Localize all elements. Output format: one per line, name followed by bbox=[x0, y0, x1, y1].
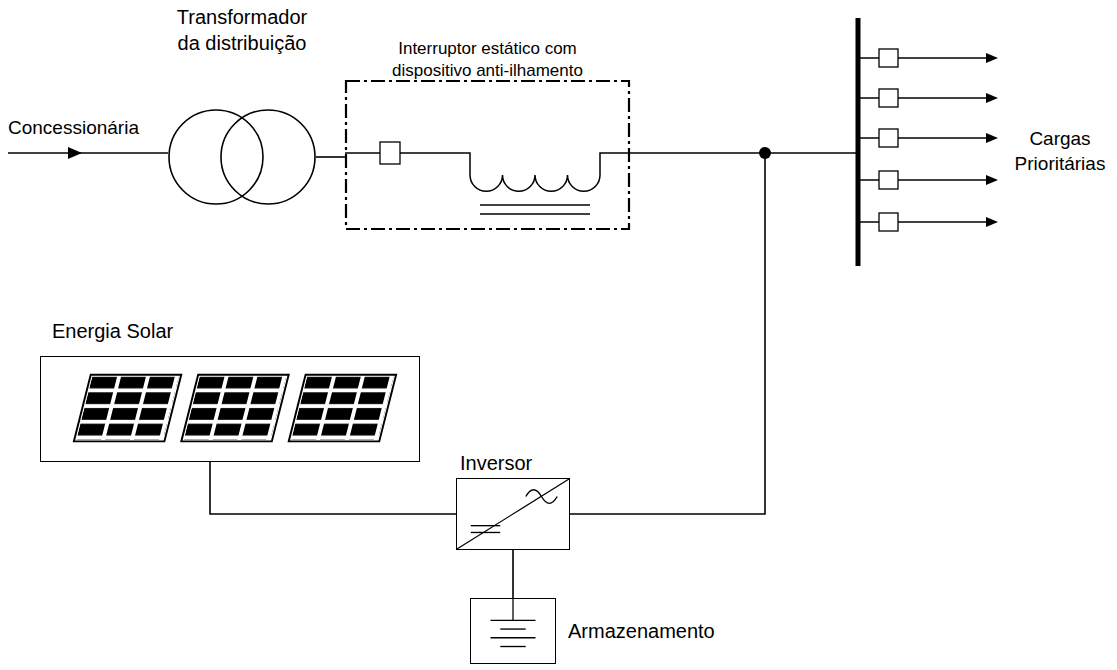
wire-connector bbox=[210, 462, 456, 514]
wire-connector bbox=[512, 550, 514, 598]
shape-outline bbox=[345, 80, 630, 230]
wire-connector bbox=[316, 156, 345, 158]
shape-symbol bbox=[345, 80, 630, 230]
bus-feeder bbox=[759, 147, 858, 159]
node-label: Inversor bbox=[460, 450, 570, 476]
node-label: Transformador da distribuição bbox=[168, 4, 316, 56]
static-switch-box: Interruptor estático com dispositivo ant… bbox=[345, 38, 630, 230]
shape-symbol bbox=[168, 109, 316, 205]
solar-panel-box: Energia Solar bbox=[40, 316, 420, 462]
shape-outline bbox=[40, 356, 420, 462]
utility-feed bbox=[8, 147, 168, 159]
shape-outline bbox=[456, 478, 570, 550]
node-label: Armazenamento bbox=[568, 618, 718, 644]
shape-outline bbox=[470, 598, 556, 664]
shape-outline bbox=[168, 109, 316, 205]
wire-connector bbox=[570, 153, 765, 514]
loads-label: Cargas Prioritárias bbox=[1008, 127, 1112, 176]
utility-label: Concessionária bbox=[8, 116, 158, 141]
shape-symbol bbox=[471, 599, 555, 663]
shape-symbol bbox=[41, 357, 419, 461]
shape-symbol bbox=[457, 479, 569, 549]
node-label: Interruptor estático com dispositivo ant… bbox=[365, 38, 610, 82]
transformer: Transformador da distribuição bbox=[168, 4, 316, 204]
load-feeders bbox=[858, 49, 998, 231]
inverter-box: Inversor bbox=[456, 450, 570, 550]
storage-box: Armazenamento bbox=[470, 598, 720, 664]
node-label: Energia Solar bbox=[52, 318, 412, 344]
busbar bbox=[856, 18, 861, 266]
